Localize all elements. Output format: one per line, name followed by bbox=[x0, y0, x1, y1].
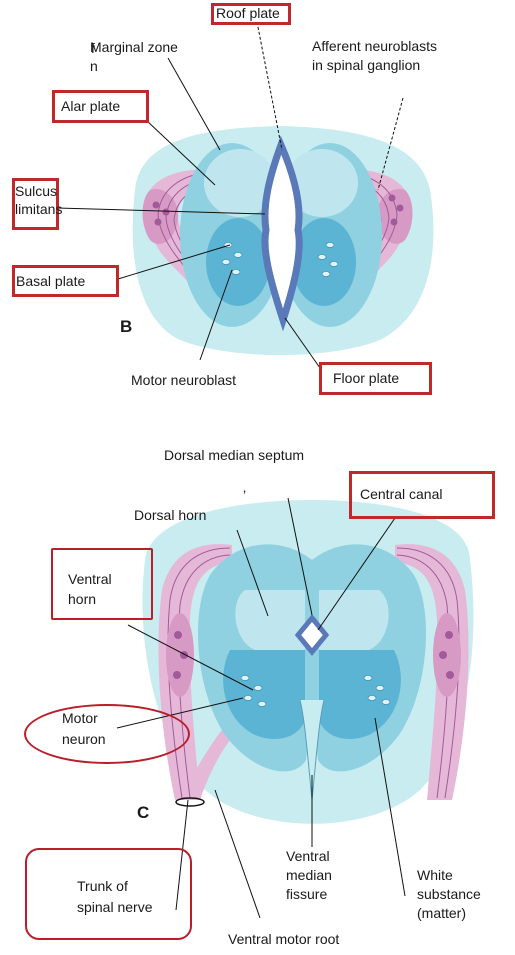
central-canal-label: Central canal bbox=[360, 486, 443, 503]
neural-tube-illustration bbox=[133, 126, 434, 355]
ventral-horn-label-line2: horn bbox=[68, 591, 96, 608]
edge-text-fragment: n bbox=[90, 58, 98, 74]
right-ganglion-cell bbox=[391, 219, 398, 226]
white-substance-label-line3: (matter) bbox=[417, 905, 466, 922]
ventral-median-fissure-label: Ventral bbox=[286, 848, 330, 865]
left-ganglion-cell bbox=[153, 202, 160, 209]
dorsal-horn-label: Dorsal horn bbox=[134, 507, 206, 524]
dorsal-median-septum-label: Dorsal median septum bbox=[164, 447, 304, 464]
motor-neuron-label-line2: neuron bbox=[62, 731, 106, 748]
marginal-zone-label: Marginal zone bbox=[90, 39, 178, 56]
left-dorsal-horn bbox=[235, 590, 305, 650]
sulcus-limitans-label-line2: limitans bbox=[15, 201, 62, 218]
roof-plate-label: Roof plate bbox=[216, 5, 280, 22]
panel-letter-c: C bbox=[137, 804, 149, 821]
white-substance-label-line2: substance bbox=[417, 886, 481, 903]
right-ganglion-cell bbox=[397, 205, 404, 212]
left-ganglion-cell bbox=[155, 219, 162, 226]
motor-neuron-label: Motor bbox=[62, 710, 98, 727]
afferent-neuroblasts-label: Afferent neuroblasts bbox=[312, 38, 437, 55]
alar-plate-label: Alar plate bbox=[61, 98, 120, 115]
left-ganglion-cell bbox=[163, 209, 170, 216]
afferent-neuroblasts-label-line2: in spinal ganglion bbox=[312, 57, 420, 74]
trunk-spinal-nerve-label-line2: spinal nerve bbox=[77, 899, 153, 916]
right-ganglion-cell bbox=[389, 195, 396, 202]
trunk-spinal-nerve-label: Trunk of bbox=[77, 878, 128, 895]
edge-text-fragment: ’ bbox=[243, 487, 246, 503]
left-basal-plate bbox=[206, 218, 270, 306]
ventral-median-fissure-label-line2: median bbox=[286, 867, 332, 884]
ventral-motor-root-label: Ventral motor root bbox=[228, 931, 339, 948]
white-substance-label: White bbox=[417, 867, 453, 884]
spinal-cord-illustration bbox=[143, 500, 474, 824]
ventral-median-fissure-label-line3: fissure bbox=[286, 886, 327, 903]
motor-neuroblast-label: Motor neuroblast bbox=[131, 372, 236, 389]
right-dorsal-horn bbox=[319, 590, 389, 650]
ventral-horn-label: Ventral bbox=[68, 571, 112, 588]
panel-letter-b: B bbox=[120, 318, 132, 335]
floor-plate-label: Floor plate bbox=[333, 370, 399, 387]
motor-neuron-highlight-oval bbox=[24, 704, 190, 764]
basal-plate-label: Basal plate bbox=[16, 273, 85, 290]
sulcus-limitans-label: Sulcus bbox=[15, 183, 57, 200]
